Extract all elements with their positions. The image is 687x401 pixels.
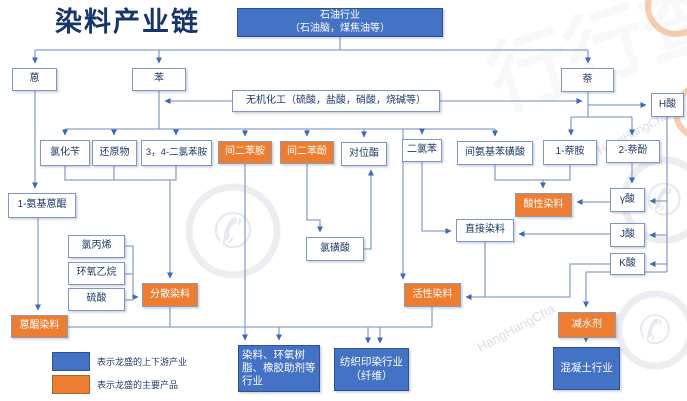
node-dichlorobenzene: 二氯苯 — [402, 139, 442, 162]
node-direct-dyes: 直接染料 — [456, 219, 514, 242]
watermark-logo-ring — [185, 183, 281, 279]
connector — [64, 166, 177, 181]
node-allyl-chloride: 氯丙烯 — [68, 235, 125, 258]
page-title: 染料产业链 — [55, 7, 200, 37]
node-chlorosulfonic-acid: 氯磺酸 — [306, 237, 364, 261]
connectors — [32, 37, 668, 344]
node-concrete-industry: 混凝土行业 — [553, 347, 620, 390]
node-benzyl-chloride: 氯化苄 — [40, 140, 90, 166]
legend: 表示龙盛的上下游产业 表示龙盛的主要产品 — [52, 352, 187, 394]
legend-item-upstream: 表示龙盛的上下游产业 — [52, 352, 187, 371]
watermark-phone-icon: ✆ — [213, 204, 254, 260]
node-sulfuric-acid: 硫酸 — [68, 288, 125, 311]
node-reduction-products: 还原物 — [92, 140, 137, 166]
connector — [306, 163, 323, 233]
node-j-acid: J酸 — [610, 223, 645, 247]
legend-swatch-orange — [52, 375, 90, 394]
legend-label-upstream: 表示龙盛的上下游产业 — [97, 357, 188, 367]
node-acid-dyes: 酸性染料 — [515, 193, 572, 217]
node-reactive-dyes: 活性染料 — [404, 283, 461, 307]
legend-swatch-blue — [52, 352, 90, 371]
node-naphthylamine-1: 1-萘胺 — [543, 140, 597, 165]
node-aminoanthraquinone: 1-氨基蒽醌 — [8, 193, 76, 218]
node-para-ester: 对位酯 — [341, 142, 387, 166]
node-anthracene: 蒽 — [12, 68, 57, 91]
connector — [494, 165, 571, 181]
watermark-orange-ring — [645, 0, 687, 37]
node-benzene: 苯 — [132, 68, 186, 91]
node-k-acid: K酸 — [610, 253, 645, 275]
node-naphthol-2: 2-萘酚 — [606, 140, 660, 163]
node-disperse-dyes: 分散染料 — [142, 283, 198, 307]
node-gamma-acid: γ酸 — [610, 188, 645, 212]
node-m-phenylenediamine: 间二苯胺 — [218, 141, 272, 164]
node-textile-industry: 纺织印染行业（纤维） — [334, 348, 409, 391]
node-ethylene-oxide: 环氧乙烷 — [68, 262, 125, 285]
legend-item-products: 表示龙盛的主要产品 — [52, 375, 187, 394]
legend-label-products: 表示龙盛的主要产品 — [97, 380, 179, 390]
connector — [421, 162, 452, 234]
watermark-phone-icon: ✆ — [638, 308, 671, 354]
node-petroleum-industry: 石油行业 （石油脑，煤焦油等） — [237, 8, 443, 37]
connector — [125, 245, 139, 300]
node-water-reducer: 减水剂 — [558, 312, 616, 338]
watermark-logo-ring — [615, 290, 687, 370]
node-metanilic-acid: 间氨基苯磺酸 — [457, 141, 533, 165]
connector — [364, 169, 374, 250]
connector — [465, 263, 610, 300]
node-dye-resin-industry: 染料、环氧树脂、橡胶助剂等行业 — [238, 345, 320, 392]
node-resorcinol: 间二苯酚 — [280, 141, 334, 164]
node-dichloroaniline: 3，4-二氯苯胺 — [141, 140, 212, 166]
node-inorganic-chem: 无机化工（硫酸，盐酸，硝酸，烧碱等） — [232, 90, 440, 112]
node-anthraquinone-dyes: 蒽醌染料 — [11, 315, 68, 338]
node-naphthalene: 萘 — [561, 68, 614, 92]
node-h-acid: H酸 — [651, 93, 684, 117]
